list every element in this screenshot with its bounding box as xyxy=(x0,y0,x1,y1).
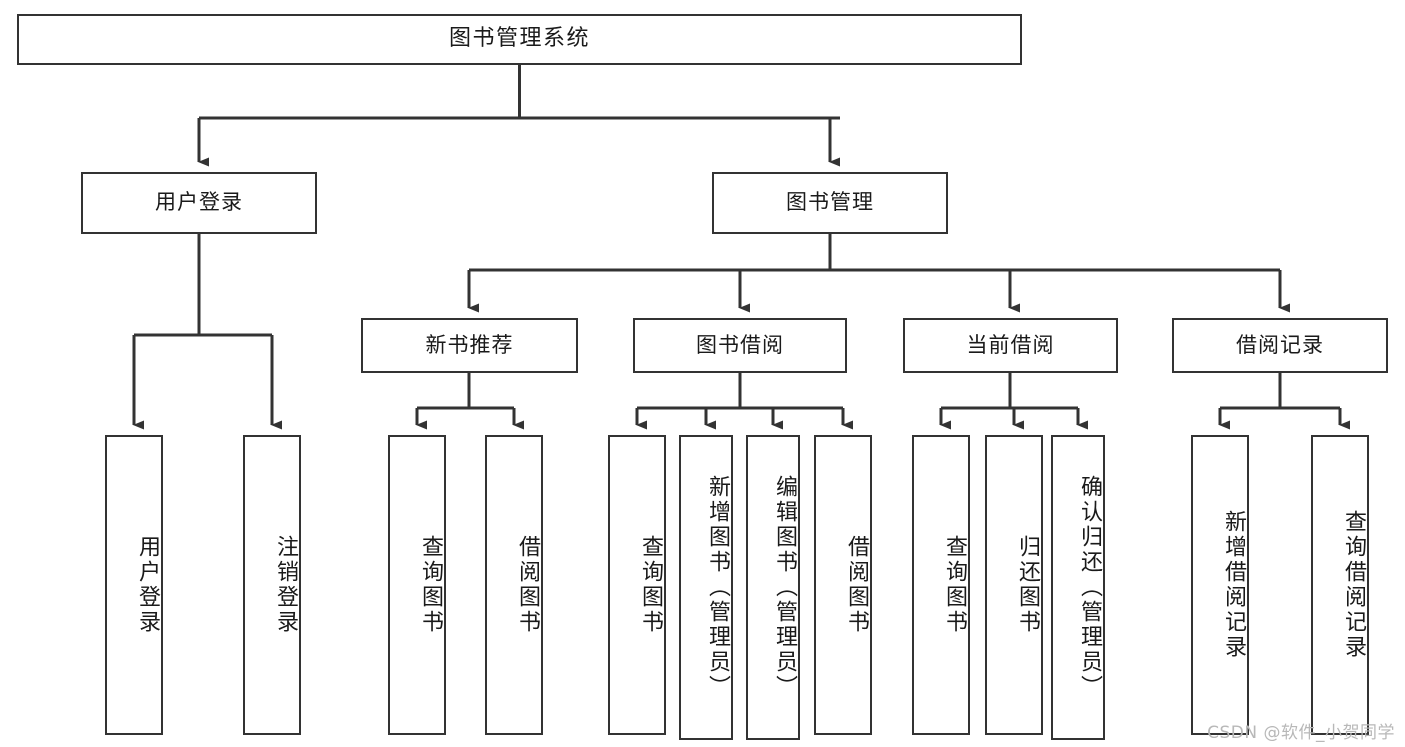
node-user-login-do[interactable]: 用户登录 xyxy=(105,435,163,735)
node-br-add-record[interactable]: 新增借阅记录 xyxy=(1191,435,1249,735)
node-label: 用户登录 xyxy=(135,535,160,635)
node-label: 用户登录 xyxy=(155,190,243,215)
node-label: 注销登录 xyxy=(273,535,298,635)
node-user-login[interactable]: 用户登录 xyxy=(81,172,317,234)
node-bb-edit-book[interactable]: 编辑图书（管理员） xyxy=(746,435,800,740)
node-label: 查询图书 xyxy=(942,535,967,635)
node-label: 查询图书 xyxy=(418,535,443,635)
node-cb-confirm-return[interactable]: 确认归还（管理员） xyxy=(1051,435,1105,740)
node-label: 新书推荐 xyxy=(425,332,514,357)
node-nbr-query-book[interactable]: 查询图书 xyxy=(388,435,446,735)
node-bb-query-book[interactable]: 查询图书 xyxy=(608,435,666,735)
node-label: 图书管理系统 xyxy=(448,26,590,52)
node-book-borrow[interactable]: 图书借阅 xyxy=(633,318,847,373)
node-label: 确认归还（管理员） xyxy=(1077,475,1102,700)
node-label: 新增图书（管理员） xyxy=(705,475,730,700)
node-label: 借阅记录 xyxy=(1236,332,1324,357)
node-nbr-borrow-book[interactable]: 借阅图书 xyxy=(485,435,543,735)
node-new-book-recommend[interactable]: 新书推荐 xyxy=(361,318,578,373)
node-label: 查询借阅记录 xyxy=(1341,510,1366,660)
node-label: 图书管理 xyxy=(786,190,874,215)
node-br-query-record[interactable]: 查询借阅记录 xyxy=(1311,435,1369,735)
node-cb-return-book[interactable]: 归还图书 xyxy=(985,435,1043,735)
node-label: 新增借阅记录 xyxy=(1221,510,1246,660)
node-cb-query-book[interactable]: 查询图书 xyxy=(912,435,970,735)
node-label: 当前借阅 xyxy=(966,332,1055,357)
node-label: 编辑图书（管理员） xyxy=(772,475,797,700)
node-bb-borrow-book[interactable]: 借阅图书 xyxy=(814,435,872,735)
node-borrow-record[interactable]: 借阅记录 xyxy=(1172,318,1388,373)
node-label: 查询图书 xyxy=(638,535,663,635)
node-bb-add-book[interactable]: 新增图书（管理员） xyxy=(679,435,733,740)
node-root[interactable]: 图书管理系统 xyxy=(17,14,1022,65)
node-label: 借阅图书 xyxy=(515,535,540,635)
node-label: 借阅图书 xyxy=(844,535,869,635)
node-book-manage[interactable]: 图书管理 xyxy=(712,172,948,234)
node-label: 归还图书 xyxy=(1015,535,1040,635)
csdn-watermark: CSDN @软件_小贺同学 xyxy=(1207,723,1395,743)
node-user-logout[interactable]: 注销登录 xyxy=(243,435,301,735)
node-label: 图书借阅 xyxy=(696,332,784,357)
node-current-borrow[interactable]: 当前借阅 xyxy=(903,318,1118,373)
